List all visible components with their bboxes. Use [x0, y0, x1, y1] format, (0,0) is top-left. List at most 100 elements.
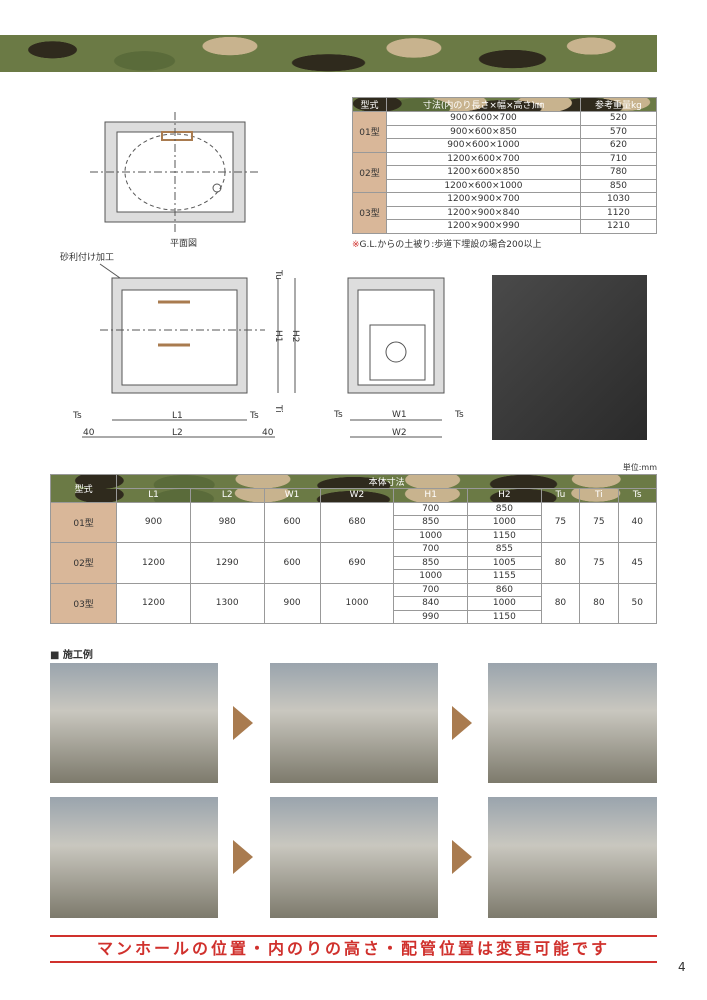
weight-cell: 1120	[579, 205, 658, 220]
column-header: 参考重量kg	[579, 97, 658, 112]
type-cell: 03型	[49, 582, 118, 624]
ts-section-right: Ts	[454, 410, 464, 420]
dimension-cell: 1200×900×990	[386, 219, 581, 234]
w1-cell: 900	[263, 582, 321, 624]
unit-label: 単位:mm	[622, 463, 657, 472]
h2-cell: 860	[467, 582, 542, 597]
construction-title: ■ 施工例	[50, 650, 93, 661]
h1-cell: 840	[393, 596, 469, 611]
w2-cell: 1000	[319, 582, 395, 624]
h2-cell: 1005	[467, 555, 542, 570]
dimension-cell: 1200×900×840	[386, 205, 581, 220]
construction-photo-3	[488, 663, 657, 783]
l1-label: L1	[172, 411, 183, 421]
side-elevation-drawing: 砂利付け加工 Tu H1 H2 Ti Ts Ts L1 L2 40 40	[60, 251, 300, 438]
table-header-row: 型式本体寸法	[49, 474, 657, 503]
dimension-cell: 1200×900×700	[386, 192, 581, 207]
dimension-cell: 1200×600×700	[386, 151, 581, 166]
cover-note-text: G.L.からの土被り:歩道下埋設の場合200以上	[359, 240, 542, 250]
arrow-right-icon	[452, 840, 472, 874]
feature-banner-text: マンホールの位置・内のりの高さ・配管位置は変更可能です	[96, 939, 610, 958]
product-photo	[492, 275, 647, 440]
ti-cell: 80	[579, 582, 619, 624]
ti-cell: 75	[579, 501, 619, 543]
dimension-cell: 1200×600×850	[386, 165, 581, 180]
h1-cell: 1000	[393, 528, 469, 543]
page-number: 4	[678, 960, 686, 974]
weight-cell: 1030	[579, 192, 658, 207]
arrow-right-icon	[233, 706, 253, 740]
dimension-cell: 900×600×700	[386, 111, 581, 126]
weight-cell: 520	[579, 111, 658, 126]
l2-label: L2	[172, 428, 183, 438]
tu-label: Tu	[273, 269, 283, 280]
arrow-right-icon	[233, 840, 253, 874]
plan-view-drawing: 平面図	[90, 112, 260, 249]
tu-cell: 75	[540, 501, 581, 543]
w1-cell: 600	[263, 501, 321, 543]
ts-cell: 40	[617, 501, 658, 543]
ts-label-right: Ts	[249, 411, 259, 421]
ts-cell: 45	[617, 542, 658, 584]
column-header: L1	[116, 488, 191, 503]
l1-cell: 900	[116, 501, 191, 543]
h2-cell: 850	[467, 501, 542, 516]
h2-cell: 855	[467, 542, 542, 557]
column-header: Ts	[617, 488, 658, 503]
type-cell: 01型	[351, 111, 388, 153]
column-header: 寸法(内のり長さ×幅×高さ)㎜	[386, 97, 581, 112]
type-cell: 02型	[351, 151, 388, 193]
weight-cell: 850	[579, 178, 658, 193]
w2-cell: 680	[319, 501, 395, 543]
column-header: W2	[319, 488, 395, 503]
column-header: W1	[263, 488, 321, 503]
weight-cell: 1210	[579, 219, 658, 234]
weight-cell: 780	[579, 165, 658, 180]
ts-cell: 50	[617, 582, 658, 624]
h1-cell: 850	[393, 555, 469, 570]
h1-cell: 700	[393, 542, 469, 557]
type-header: 型式	[49, 474, 118, 503]
type-cell: 01型	[49, 501, 118, 543]
l1-cell: 1200	[116, 582, 191, 624]
construction-photo-6	[488, 797, 657, 918]
w1-label: W1	[392, 410, 407, 420]
h2-cell: 1150	[467, 609, 542, 624]
w2-label: W2	[392, 428, 407, 438]
h1-cell: 700	[393, 501, 469, 516]
h2-cell: 1155	[467, 569, 542, 584]
arrow-right-icon	[452, 706, 472, 740]
h1-cell: 1000	[393, 569, 469, 584]
feature-banner: マンホールの位置・内のりの高さ・配管位置は変更可能です	[50, 935, 657, 963]
weight-cell: 570	[579, 124, 658, 139]
column-header: H2	[467, 488, 542, 503]
column-header: 型式	[351, 97, 388, 112]
l2-cell: 1300	[189, 582, 265, 624]
l2-cell: 980	[189, 501, 265, 543]
h2-label: H2	[290, 330, 300, 343]
dimension-cell: 1200×600×1000	[386, 178, 581, 193]
construction-photo-1	[50, 663, 218, 783]
column-header: L2	[189, 488, 265, 503]
plan-view-label: 平面図	[170, 238, 197, 249]
weight-cell: 620	[579, 138, 658, 153]
dimension-cell: 900×600×850	[386, 124, 581, 139]
